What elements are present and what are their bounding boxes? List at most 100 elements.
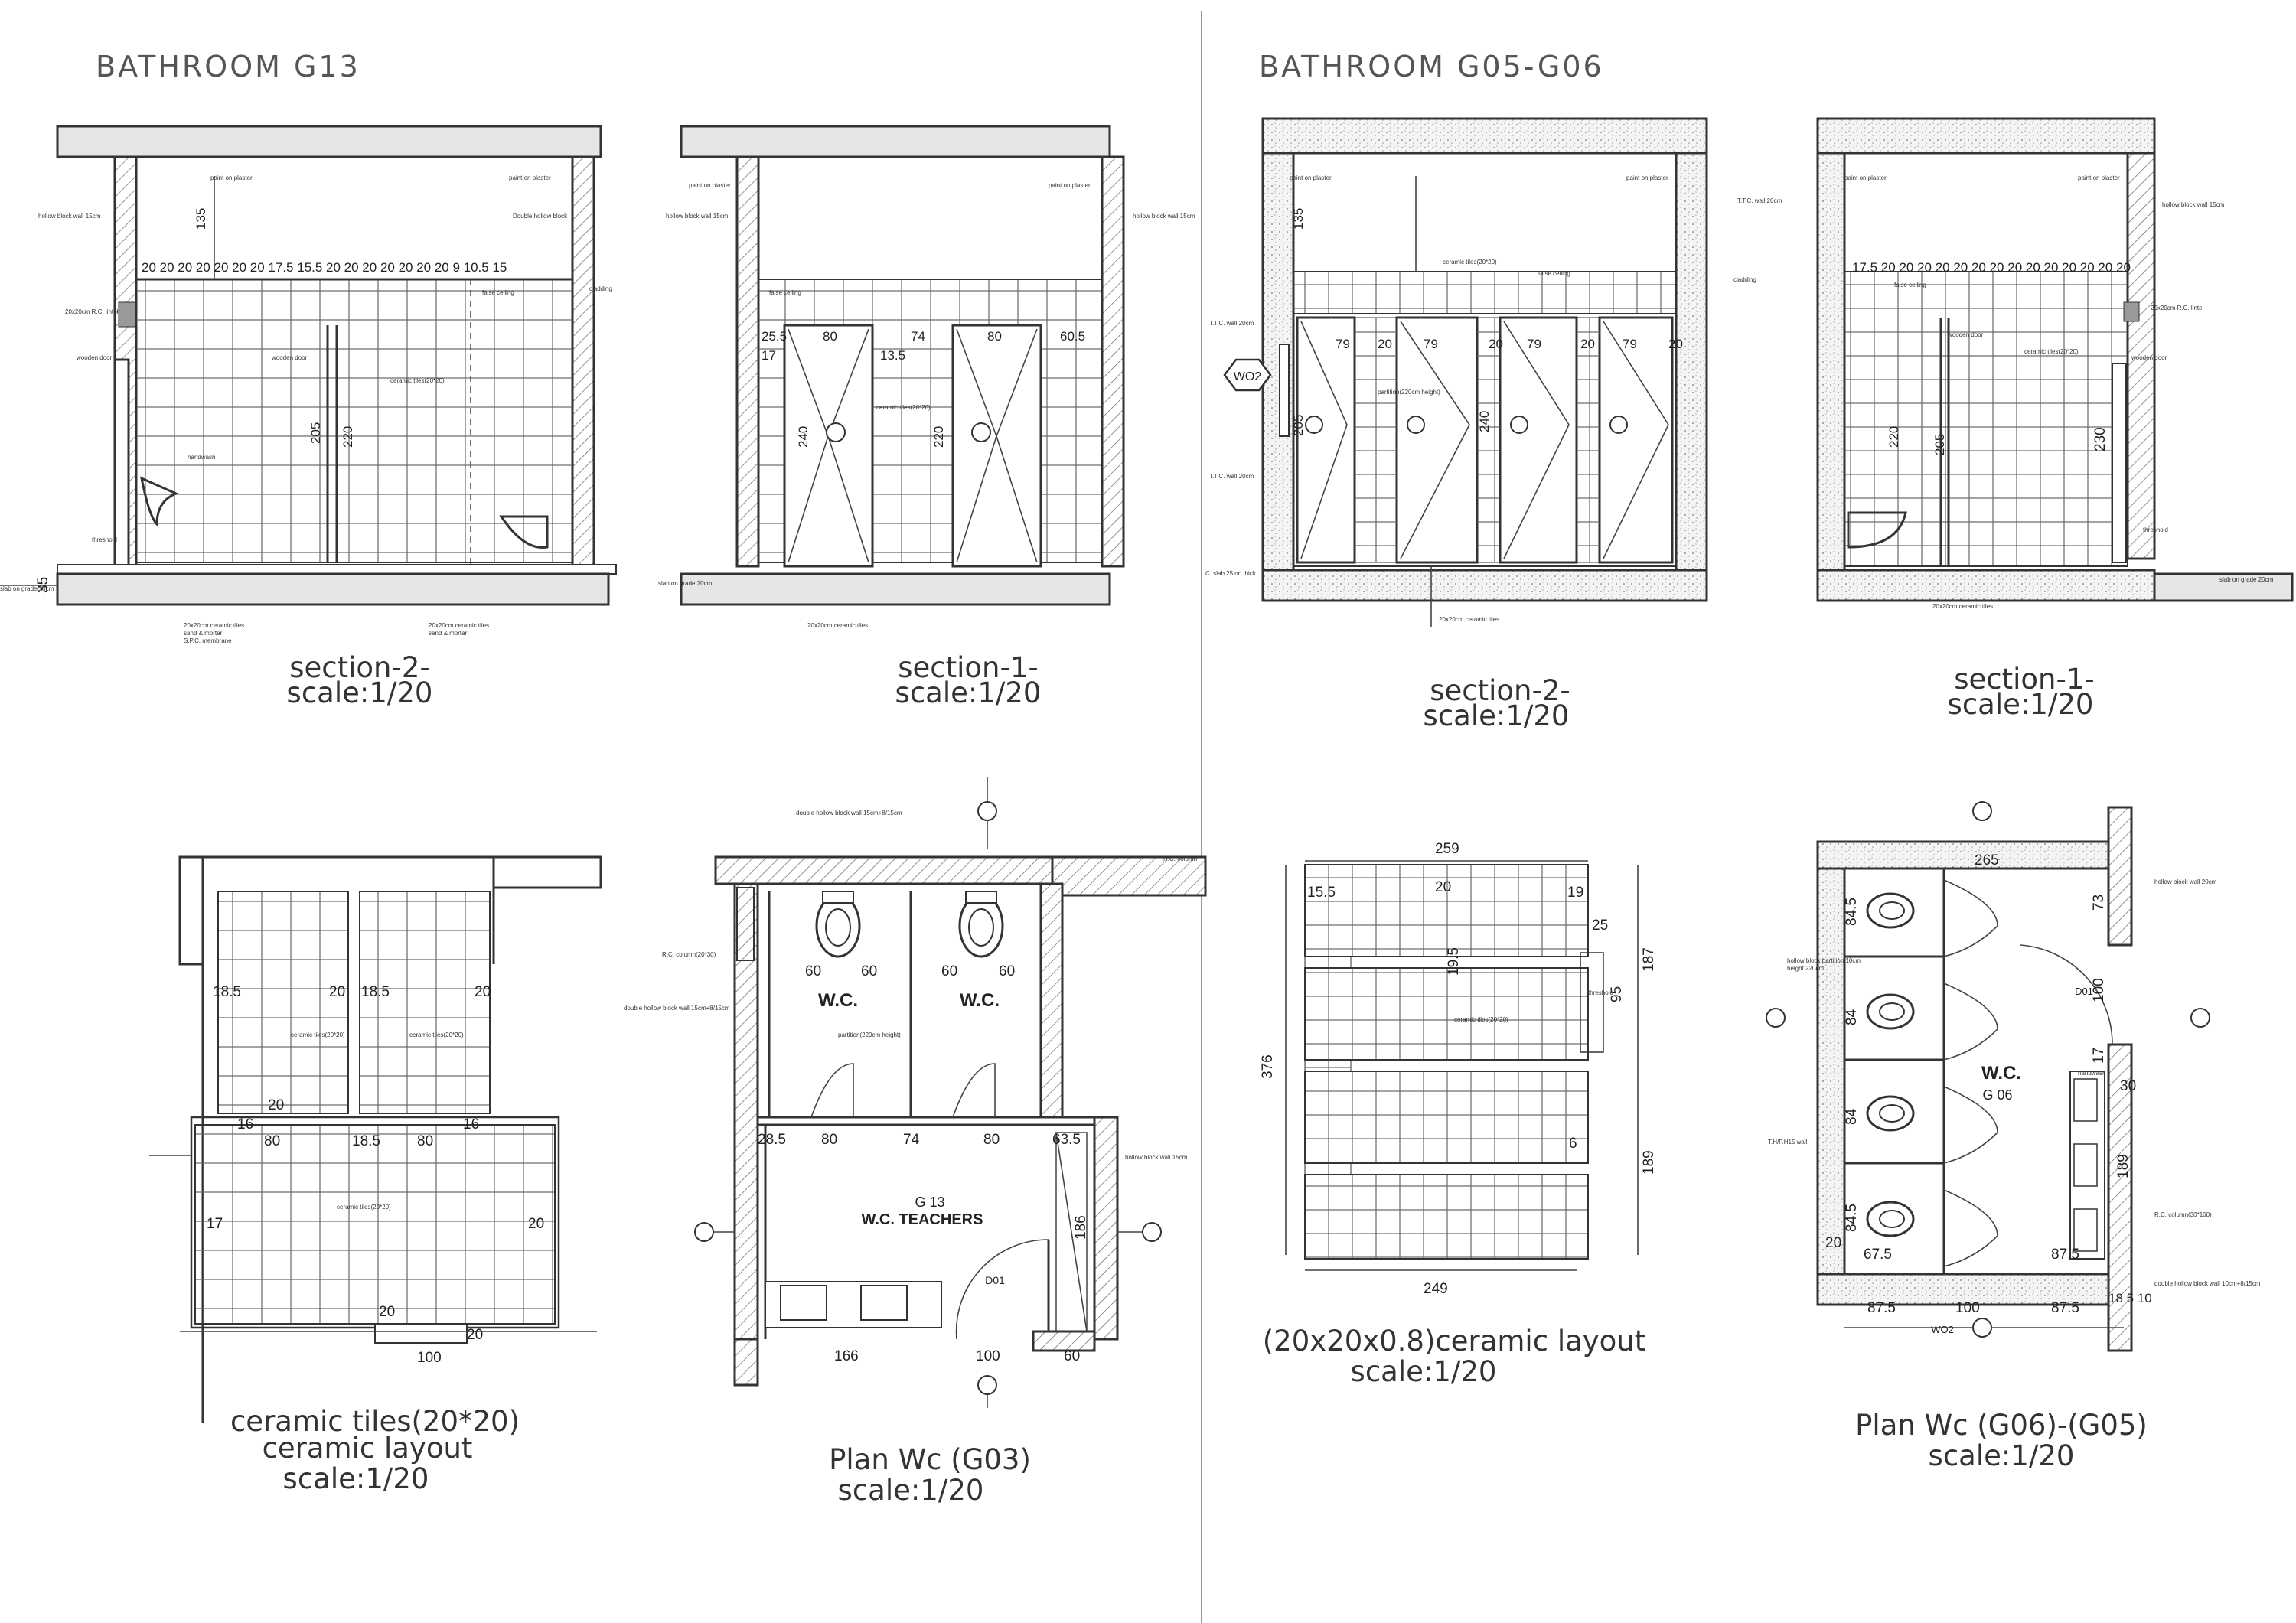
layout-g05-right-dim-187: 187 (1641, 947, 1657, 972)
caption-ceramic-g05-line1: (20x20x0.8)ceramic layout (1263, 1325, 1646, 1357)
caption-ceramic-g13-scale: scale:1/20 (283, 1462, 429, 1495)
layout-g13-dim-80b: 80 (417, 1133, 433, 1149)
layout-g05-top-dim: 259 (1435, 841, 1459, 857)
svg-text:threshold: threshold (1588, 989, 1613, 996)
sec1-dim-80a: 80 (823, 329, 837, 344)
svg-text:hollow block wall 15cm: hollow block wall 15cm (666, 213, 729, 220)
section-2-g05-wo-tag: WO2 (1234, 370, 1262, 383)
sec2-g05-dim-240: 240 (1477, 411, 1492, 432)
svg-text:slab on grade 20cm: slab on grade 20cm (658, 580, 713, 587)
svg-text:paint on plaster: paint on plaster (689, 182, 731, 189)
svg-text:wooden door: wooden door (76, 354, 113, 361)
sec2-g05-dim-20d: 20 (1668, 337, 1683, 351)
svg-text:double hollow block wall 15cm+: double hollow block wall 15cm+8/15cm (624, 1005, 730, 1012)
svg-text:20x20cm ceramic tiles: 20x20cm ceramic tiles (429, 622, 489, 629)
caption-plan-wc-g03-scale: scale:1/20 (838, 1474, 984, 1507)
plan-g06-wo-tag: WO2 (1931, 1324, 1954, 1335)
svg-text:paint on plaster: paint on plaster (1844, 174, 1887, 181)
svg-text:slab on grade 20cm: slab on grade 20cm (2219, 576, 2274, 583)
ceramic-layout-g05-drawing: 259 249 376 187 189 15.5 19 25 95 20 19.… (1260, 841, 1657, 1297)
svg-text:hollow block wall 20cm: hollow block wall 20cm (2154, 878, 2217, 885)
svg-text:false ceiling: false ceiling (1894, 282, 1926, 288)
sec2-g05-dim-205: 205 (1291, 415, 1306, 436)
svg-text:C. slab 25 on thick: C. slab 25 on thick (1205, 570, 1257, 577)
sec2-g05-dim-79b: 79 (1424, 337, 1438, 351)
plan-g06-dim-84b: 84 (1844, 1108, 1860, 1125)
svg-text:hollow block partition 10cm: hollow block partition 10cm (1787, 957, 1861, 964)
svg-text:wooden door: wooden door (271, 354, 308, 361)
sec2-g05-dim-79a: 79 (1336, 337, 1350, 351)
caption-section-1-g13: section-1- (898, 651, 1039, 684)
layout-g05-dim-6: 6 (1569, 1136, 1577, 1152)
layout-g13-dim-20a: 20 (329, 984, 345, 1000)
sec2-dim-35: 35 (35, 577, 51, 593)
svg-text:T.T.C. wall 20cm: T.T.C. wall 20cm (1737, 197, 1782, 204)
plan-g06-toilets (1866, 892, 1915, 1237)
plan-g06-dim-18510: 18 5 10 (2108, 1291, 2152, 1305)
svg-text:20x20cm ceramic tiles: 20x20cm ceramic tiles (184, 622, 244, 629)
sec2-top-dims: 20 20 20 20 20 20 20 17.5 15.5 20 20 20 … (142, 260, 507, 275)
svg-text:handwash: handwash (2078, 1070, 2105, 1077)
plan-g06-dim-73: 73 (2091, 895, 2107, 911)
sec2-g05-dim-79d: 79 (1623, 337, 1637, 351)
layout-g05-bottom-dim: 249 (1424, 1281, 1448, 1297)
plan-g03-room-code: G 13 (915, 1194, 944, 1210)
plan-g03-wc1-label: W.C. (818, 990, 858, 1011)
title-bathroom-g13: BATHROOM G13 (96, 50, 360, 83)
svg-text:threshold: threshold (92, 536, 117, 543)
plan-g03-bottom-dim-100: 100 (976, 1348, 1000, 1364)
plan-wc-g03-drawing: W.C. W.C. W.C. TEACHERS G 13 D01 60 60 6… (624, 777, 1207, 1408)
caption-section-1-g05: section-1- (1954, 663, 2095, 696)
plan-g06-dim-100a: 100 (1955, 1300, 1980, 1316)
svg-text:handwash: handwash (188, 454, 215, 461)
svg-text:paint on plaster: paint on plaster (1049, 182, 1091, 189)
plan-g06-dim-265: 265 (1975, 852, 1999, 869)
plan-g06-dim-17: 17 (2091, 1048, 2107, 1064)
ceramic-layout-g13-drawing: 18.5 20 18.5 20 20 16 80 18.5 80 16 17 2… (149, 855, 602, 1423)
plan-g06-dim-845b: 84.5 (1844, 1204, 1860, 1232)
plan-g03-door-tag: D01 (985, 1274, 1005, 1286)
svg-text:ceramic tiles(20*20): ceramic tiles(20*20) (291, 1031, 345, 1038)
svg-text:false ceiling: false ceiling (482, 289, 514, 296)
svg-text:hollow block wall 15cm: hollow block wall 15cm (2162, 201, 2225, 208)
svg-text:T.T.C. wall 20cm: T.T.C. wall 20cm (1209, 473, 1254, 480)
sec1-dim-255: 25.5 (762, 329, 787, 344)
layout-g13-dim-17: 17 (207, 1216, 223, 1232)
plan-g06-door-tag: D01 (2075, 986, 2093, 997)
plan-g03-side-dim-186: 186 (1073, 1215, 1089, 1240)
title-bathroom-g05-g06: BATHROOM G05-G06 (1259, 50, 1604, 83)
sec1-dim-605: 60.5 (1060, 329, 1085, 344)
sec1-dim-17: 17 (762, 348, 776, 363)
caption-scale-section-2-g13: scale:1/20 (287, 676, 433, 709)
svg-text:T.H/P.H15 wall: T.H/P.H15 wall (1768, 1139, 1808, 1146)
plan-g06-dim-100b: 100 (2091, 978, 2107, 1002)
svg-text:double hollow block wall 10cm+: double hollow block wall 10cm+8/15cm (2154, 1280, 2261, 1287)
svg-text:20x20cm R.C. lintel: 20x20cm R.C. lintel (65, 308, 119, 315)
layout-g05-dim-19: 19 (1567, 885, 1583, 901)
layout-g13-dim-185c: 18.5 (352, 1133, 380, 1149)
plan-g06-dim-875b: 87.5 (1867, 1300, 1896, 1316)
plan-g03-pan-dim-4: 60 (999, 963, 1015, 979)
plan-g06-room-code: G 06 (1982, 1087, 2012, 1103)
svg-text:20x20cm ceramic tiles: 20x20cm ceramic tiles (807, 622, 868, 629)
layout-g13-dim-20d: 20 (528, 1216, 544, 1232)
plan-g06-dim-845a: 84.5 (1844, 898, 1860, 926)
svg-text:paint on plaster: paint on plaster (1290, 174, 1332, 181)
svg-text:20x20cm R.C. lintel: 20x20cm R.C. lintel (2151, 305, 2204, 311)
svg-text:sand & mortar: sand & mortar (184, 630, 223, 637)
svg-text:paint on plaster: paint on plaster (210, 174, 253, 181)
sec1-dim-80b: 80 (987, 329, 1002, 344)
caption-ceramic-g13-line2: ceramic layout (263, 1432, 473, 1465)
caption-plan-wc-g03: Plan Wc (G03) (829, 1443, 1031, 1476)
caption-section-2-g13: section-2- (289, 651, 430, 684)
layout-g13-dim-20f: 20 (467, 1327, 483, 1343)
svg-text:17.5 20 20 20 20 20 20 2: 17.5 20 20 20 20 20 20 20 20 20 20 20 20… (1852, 260, 2131, 275)
plan-g03-wc-teachers-label: W.C. TEACHERS (862, 1211, 983, 1228)
plan-g03-pan-dim-3: 60 (941, 963, 957, 979)
svg-text:ceramic tiles(20*20): ceramic tiles(20*20) (337, 1204, 391, 1211)
svg-text:slab on grade 20cm: slab on grade 20cm (0, 585, 54, 592)
svg-text:false ceiling: false ceiling (1538, 270, 1570, 277)
svg-text:20x20cm ceramic tiles: 20x20cm ceramic tiles (1932, 603, 1993, 610)
layout-g13-dim-16a: 16 (237, 1116, 253, 1133)
svg-text:Double hollow block: Double hollow block (513, 213, 568, 220)
